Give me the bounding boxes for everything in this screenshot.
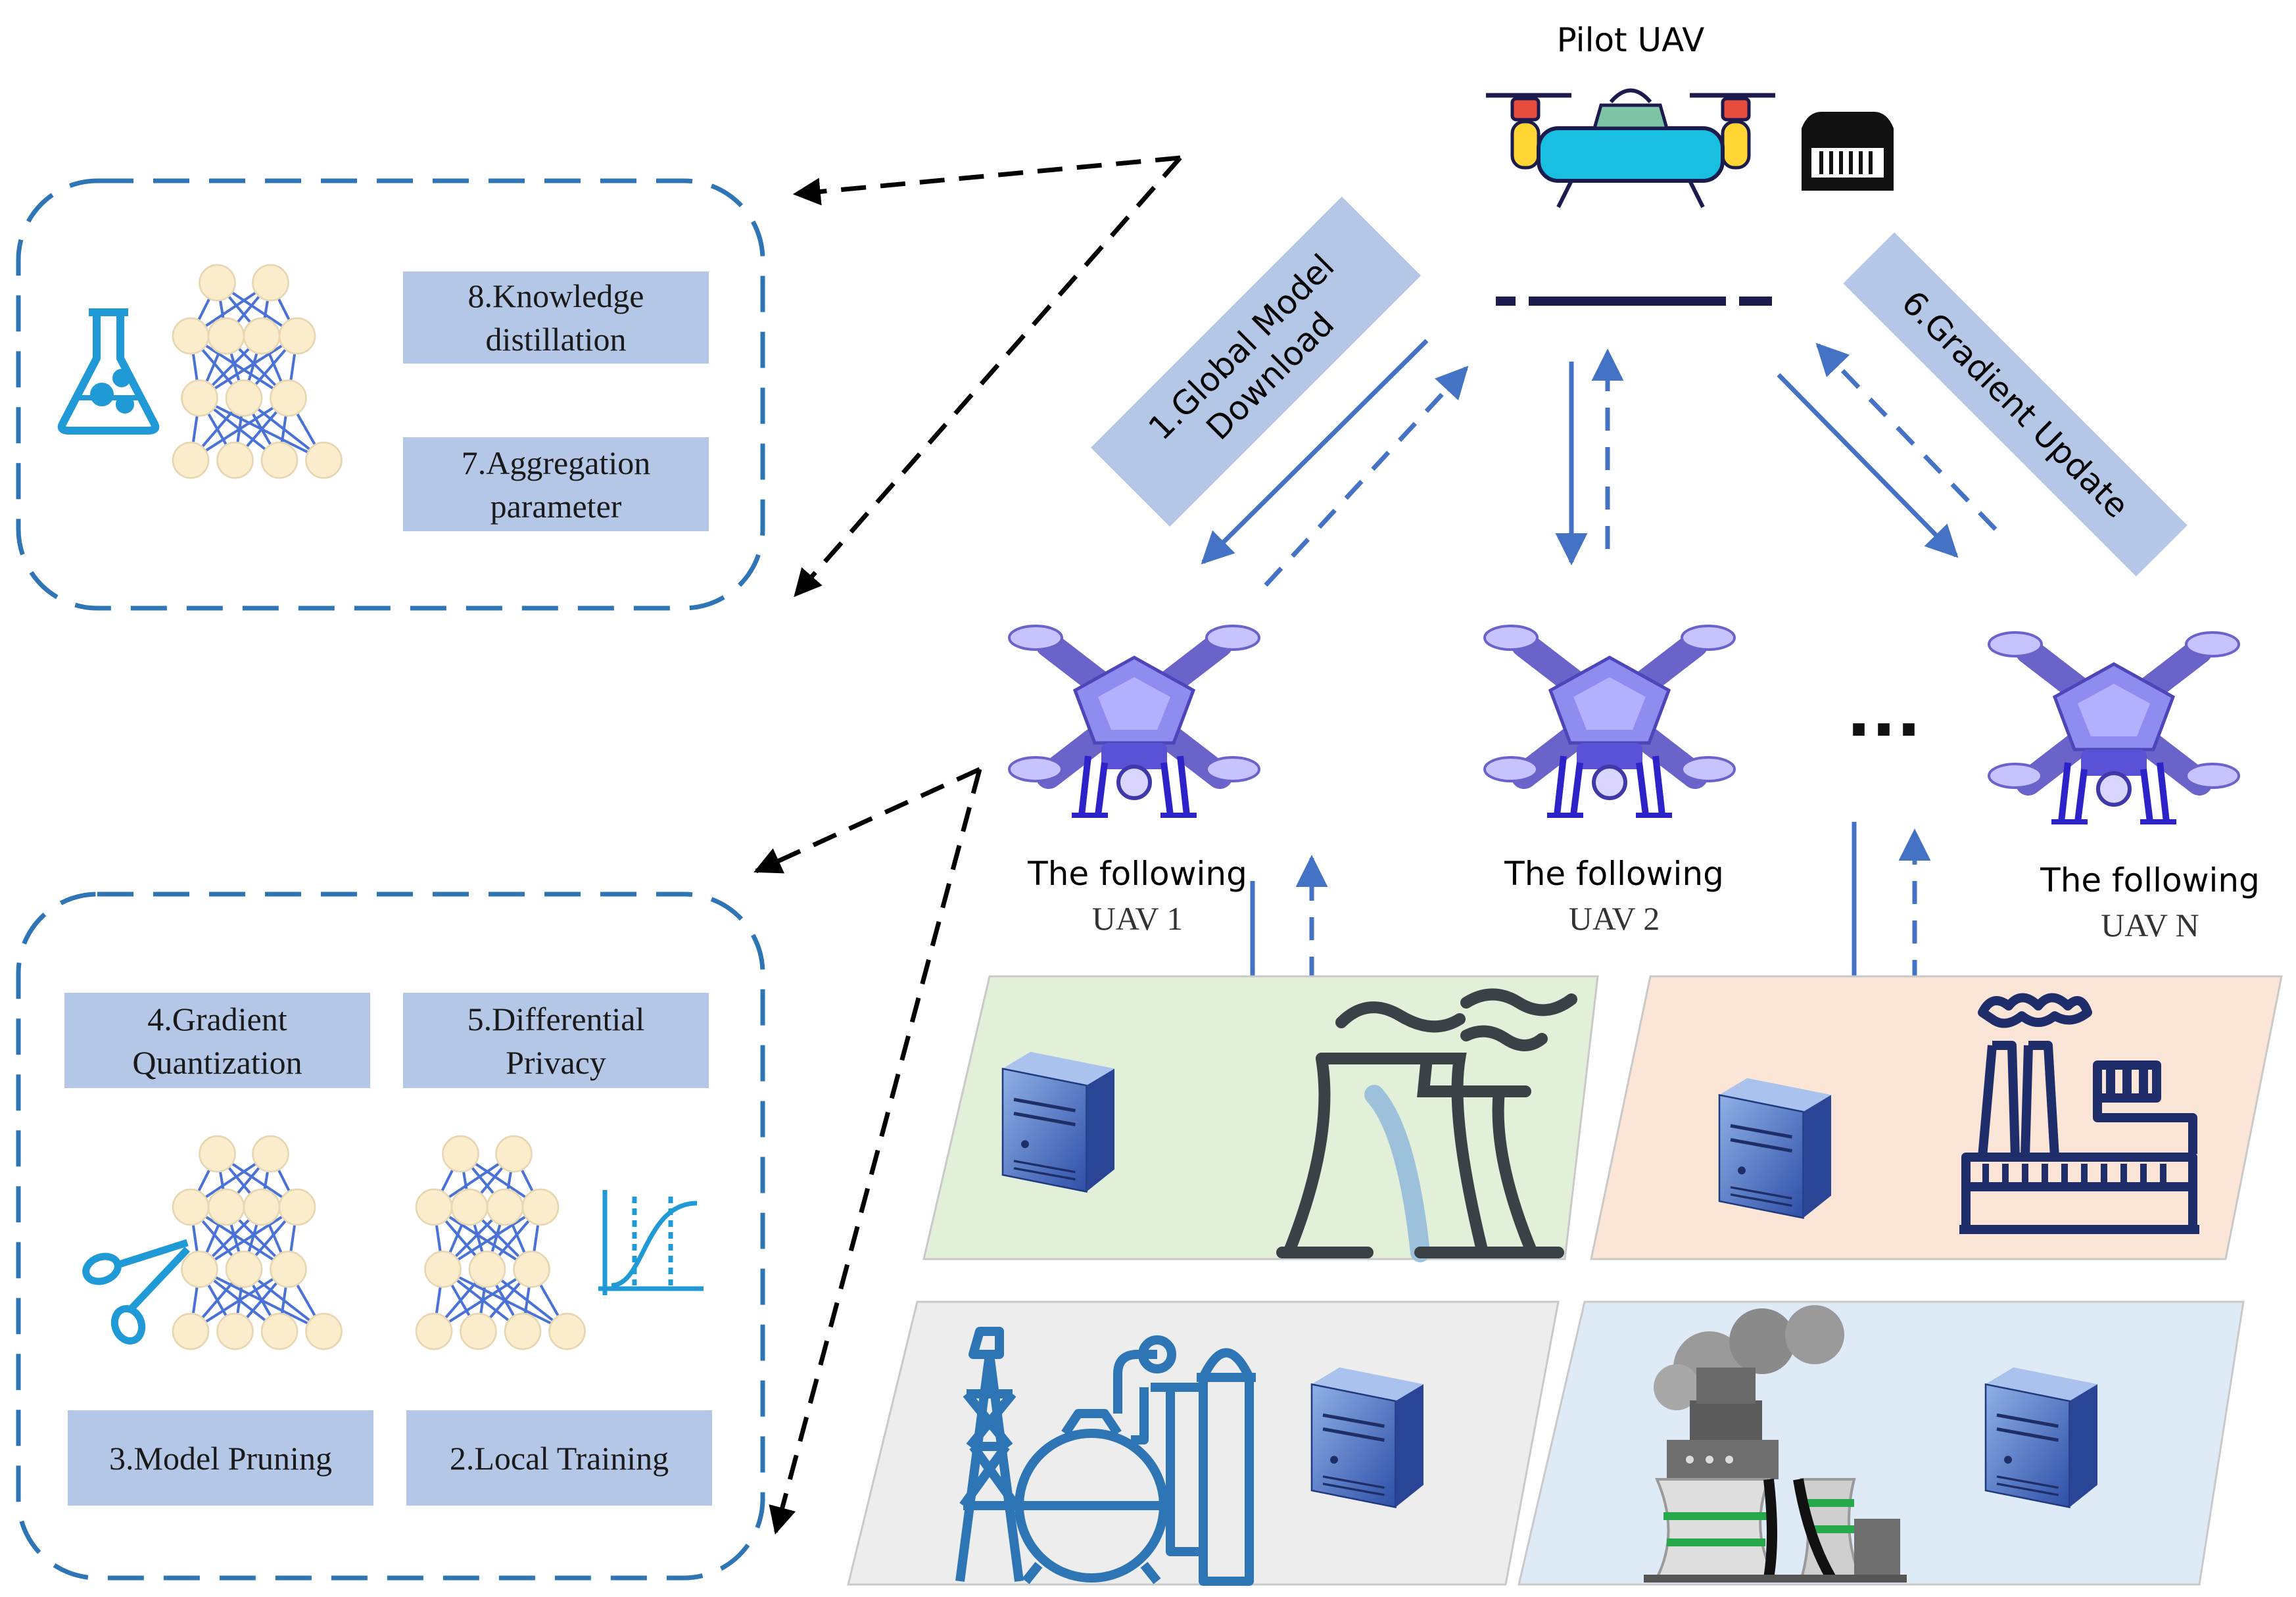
follower-to-panel-arrows bbox=[753, 767, 982, 1535]
pilot-to-panel-arrows bbox=[792, 155, 1182, 598]
coal-plant-icon bbox=[1644, 1305, 1907, 1583]
refinery-icon bbox=[955, 1327, 1256, 1586]
model-download-arrows bbox=[1201, 339, 1997, 587]
neural-network-icon bbox=[173, 265, 342, 478]
pilot-uav-title: Pilot UAV bbox=[1556, 21, 1705, 59]
flask-icon bbox=[57, 308, 160, 435]
factory-icon bbox=[1959, 993, 2199, 1234]
more-uavs-ellipsis: ... bbox=[1846, 675, 1921, 751]
edge-server-4-icon bbox=[1986, 1368, 2097, 1508]
pilot-uav-icon bbox=[1486, 88, 1775, 208]
following-uav-2-icon bbox=[1485, 626, 1734, 815]
scissors-icon bbox=[82, 1239, 190, 1345]
following-uav-2-label: The following UAV 2 bbox=[1504, 855, 1724, 937]
ground-panel-power-plant bbox=[922, 975, 1599, 1260]
step-3-model-pruning-box: 3.Model Pruning bbox=[68, 1410, 373, 1506]
edge-server-3-icon bbox=[1312, 1368, 1423, 1508]
edge-server-2-icon bbox=[1719, 1078, 1831, 1218]
cooling-tower-icon bbox=[1276, 988, 1577, 1262]
chip-icon bbox=[1802, 112, 1894, 191]
neural-network-private-icon bbox=[416, 1136, 585, 1349]
following-uav-n-icon bbox=[1989, 632, 2239, 822]
neural-network-pruned-icon bbox=[173, 1136, 342, 1349]
following-uav-n-label: The following UAV N bbox=[2040, 861, 2260, 943]
step-2-local-training-box: 2.Local Training bbox=[406, 1410, 712, 1506]
sigmoid-chart-icon bbox=[598, 1190, 704, 1295]
following-uav-1-icon bbox=[1009, 626, 1259, 815]
edge-server-1-icon bbox=[1003, 1052, 1114, 1192]
local-training-panel bbox=[16, 892, 765, 1581]
following-uav-1-label: The following UAV 1 bbox=[1028, 855, 1247, 937]
aggregation-panel bbox=[16, 178, 765, 611]
